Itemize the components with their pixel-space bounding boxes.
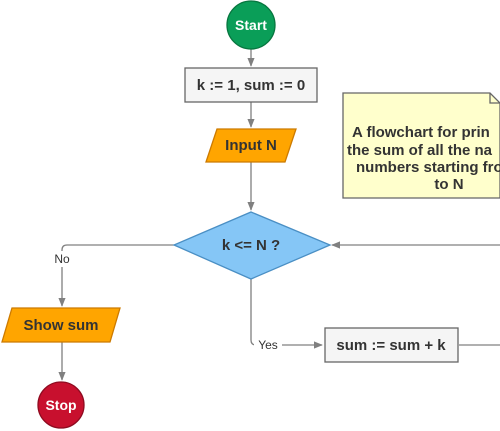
show-sum-shape — [1, 307, 121, 343]
init-process-node[interactable]: k := 1, sum := 0 — [184, 67, 318, 103]
note-line-3: numbers starting fro — [356, 159, 500, 176]
input-shape — [205, 128, 297, 163]
stop-label: Stop — [45, 397, 76, 413]
update-box — [324, 327, 459, 363]
note-line-2: the sum of all the na — [347, 142, 493, 159]
start-label: Start — [235, 17, 267, 33]
input-node[interactable]: Input N — [205, 128, 297, 163]
update-label: sum := sum + k — [336, 337, 446, 354]
start-node[interactable]: Start — [226, 0, 276, 50]
show-sum-label: Show sum — [23, 317, 98, 334]
note-line-4: to N — [434, 176, 463, 193]
update-process-node[interactable]: sum := sum + k — [324, 327, 459, 363]
decision-node[interactable]: k <= N ? — [172, 211, 332, 280]
description-note[interactable]: A flowchart for prin the sum of all the … — [342, 92, 500, 199]
note-shape — [342, 92, 500, 199]
decision-diamond — [172, 211, 332, 280]
start-circle — [226, 0, 276, 50]
no-label-bg — [49, 251, 75, 267]
input-label: Input N — [225, 137, 277, 154]
yes-label-bg — [254, 337, 282, 353]
stop-circle — [37, 381, 85, 429]
stop-node[interactable]: Stop — [37, 381, 85, 429]
edge-decision-yes — [250, 279, 323, 349]
note-line-1: A flowchart for prin — [352, 124, 490, 141]
init-label: k := 1, sum := 0 — [197, 77, 305, 94]
decision-label: k <= N ? — [222, 237, 280, 254]
init-box — [184, 67, 318, 103]
show-sum-node[interactable]: Show sum — [1, 307, 121, 343]
edge-decision-no — [58, 244, 174, 307]
edge-label-no: No — [54, 252, 70, 266]
edge-label-yes: Yes — [258, 338, 278, 352]
note-fold — [489, 93, 500, 104]
